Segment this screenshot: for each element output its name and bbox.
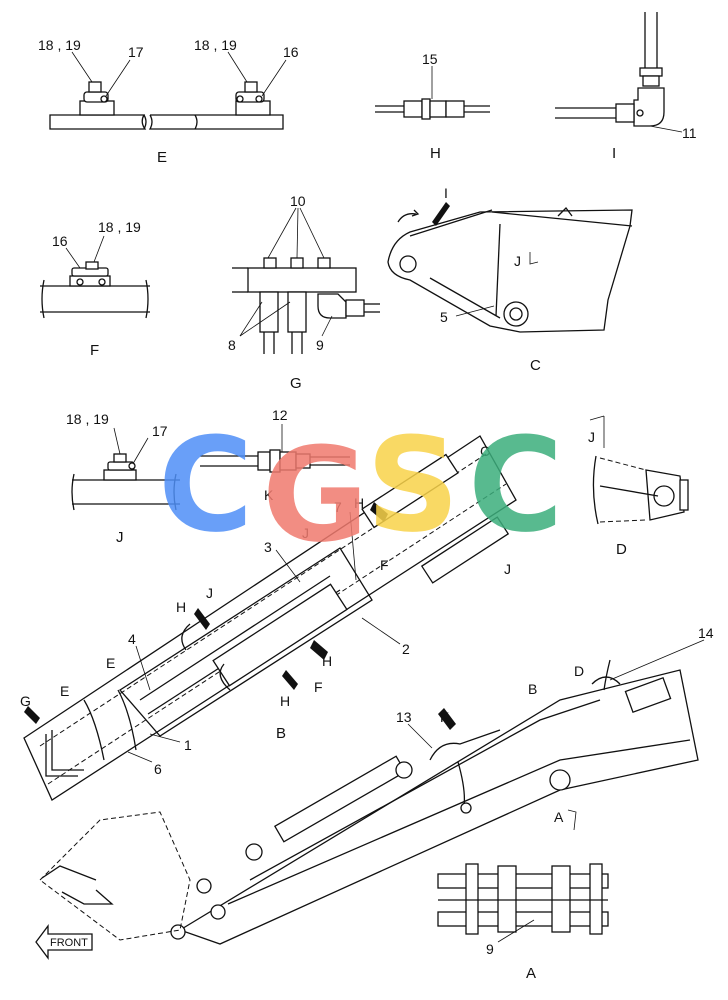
marker-d: D (574, 663, 584, 679)
callout-16: 16 (283, 44, 299, 60)
callout-5: 5 (440, 309, 448, 325)
view-f: 16 18 , 19 F (40, 219, 150, 359)
marker-h: H (322, 653, 332, 669)
marker-h: H (176, 599, 186, 615)
callout-17: 17 (128, 44, 144, 60)
marker-j: J (588, 429, 595, 445)
callout-13: 13 (396, 709, 412, 725)
callout-18-19: 18 , 19 (38, 37, 81, 53)
marker-j: J (504, 561, 511, 577)
watermark-letter-g: G (262, 419, 369, 571)
view-a: 9 A (437, 863, 609, 982)
marker-j: J (514, 253, 521, 269)
callout-4: 4 (128, 631, 136, 647)
marker-g: G (20, 693, 31, 709)
view-e: 18 , 19 17 18 , 19 16 E (38, 37, 299, 166)
marker-a: A (554, 809, 564, 825)
view-g: 10 8 9 G (228, 193, 380, 392)
view-label-i: I (612, 145, 616, 162)
marker-k: K (440, 709, 450, 725)
callout-18-19: 18 , 19 (66, 411, 109, 427)
marker-i: I (444, 185, 448, 201)
view-c: 5 I J C (387, 185, 633, 374)
marker-j: J (206, 585, 213, 601)
callout-9: 9 (486, 941, 494, 957)
front-indicator: FRONT (35, 924, 93, 960)
callout-2: 2 (402, 641, 410, 657)
view-h: 15 H (375, 51, 490, 162)
callout-17: 17 (152, 423, 168, 439)
view-label-f: F (90, 342, 99, 359)
marker-h: H (280, 693, 290, 709)
overall-machine-view: 14 13 B D K A (39, 625, 714, 945)
marker-k: K (264, 487, 274, 503)
watermark-letter-c2: C (468, 409, 563, 561)
view-label-a: A (526, 965, 536, 982)
marker-f: F (314, 679, 323, 695)
watermark-letter-s: S (366, 409, 460, 561)
callout-11: 11 (682, 125, 697, 141)
marker-f: F (380, 557, 389, 573)
callout-9: 9 (316, 337, 324, 353)
view-label-j: J (116, 529, 124, 546)
callout-18-19: 18 , 19 (98, 219, 141, 235)
view-label-d: D (616, 541, 627, 558)
front-label: FRONT (50, 937, 88, 949)
callout-14: 14 (698, 625, 714, 641)
callout-6: 6 (154, 761, 162, 777)
callout-1: 1 (184, 737, 192, 753)
marker-c: C (480, 443, 490, 459)
view-d: J D (588, 415, 689, 558)
callout-15: 15 (422, 51, 438, 67)
marker-h: H (354, 495, 364, 511)
watermark-letter-c1: C (158, 409, 253, 561)
callout-3: 3 (264, 539, 272, 555)
marker-e: E (60, 683, 69, 699)
marker-j: J (302, 525, 309, 541)
view-b: 7 3 2 4 1 6 K H J C F J J H E E G H H F … (20, 435, 517, 801)
marker-b: B (528, 681, 537, 697)
callout-10: 10 (290, 193, 306, 209)
callout-7: 7 (334, 499, 342, 515)
callout-12: 12 (272, 407, 288, 423)
marker-e: E (106, 655, 115, 671)
callout-18-19: 18 , 19 (194, 37, 237, 53)
view-label-g: G (290, 375, 302, 392)
view-i: 11 I (555, 12, 697, 162)
view-label-c: C (530, 357, 541, 374)
callout-8: 8 (228, 337, 236, 353)
view-j: 18 , 19 17 12 J (66, 407, 350, 546)
view-label-e: E (157, 149, 167, 166)
view-label-h: H (430, 145, 441, 162)
view-label-b: B (276, 725, 286, 742)
watermark-logo: C G S C (158, 409, 563, 571)
callout-16: 16 (52, 233, 68, 249)
